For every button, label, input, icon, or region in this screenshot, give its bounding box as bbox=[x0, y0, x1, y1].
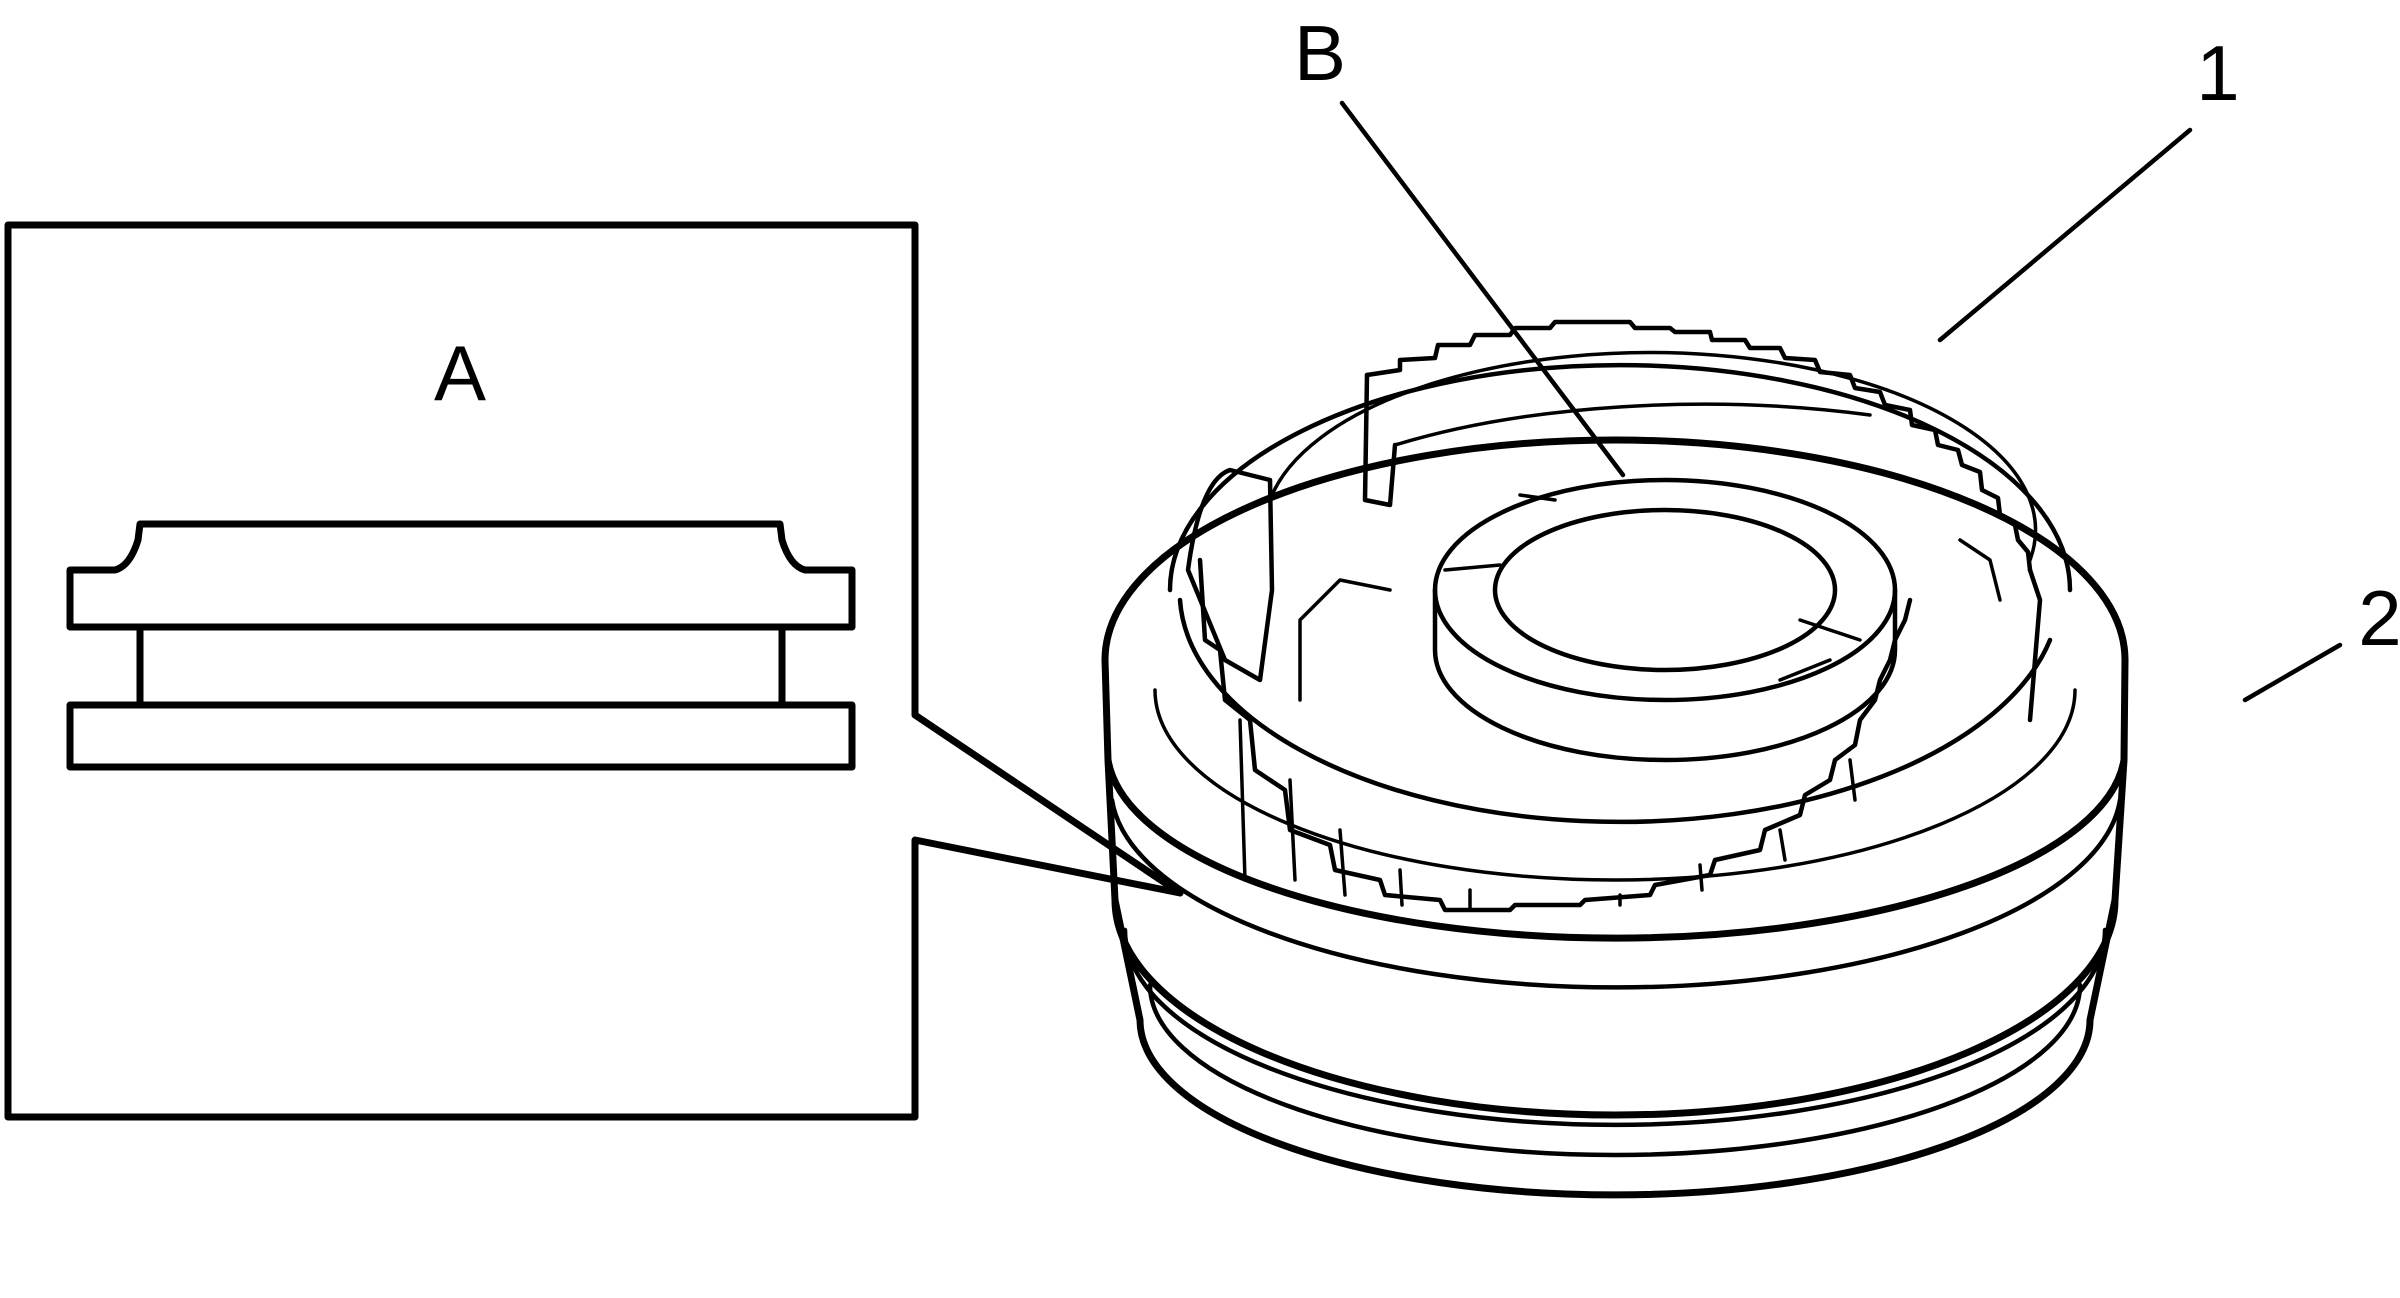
hub-inner-rim bbox=[1167, 362, 2073, 593]
synchronizer-ring bbox=[1268, 319, 2043, 723]
leader-B bbox=[1339, 100, 1626, 478]
ring-right-edge bbox=[2027, 567, 2043, 723]
tooth-line bbox=[1398, 868, 1404, 907]
label-A: A bbox=[434, 329, 486, 417]
ring-teeth-top bbox=[1364, 319, 2033, 573]
sleeve-inner-edge bbox=[1153, 688, 2077, 882]
sleeve-bottom bbox=[1111, 896, 2119, 1199]
teeth-outline bbox=[1197, 557, 1913, 913]
center-boss bbox=[1432, 477, 1898, 763]
inner-stroke bbox=[1958, 538, 2002, 602]
leader-1 bbox=[1937, 127, 2193, 343]
leader-lines bbox=[1339, 100, 2343, 703]
detail-inset: A bbox=[4, 221, 1184, 1121]
upper-flange bbox=[66, 520, 856, 631]
boss-slot bbox=[1798, 618, 1862, 642]
sleeve-groove-3 bbox=[1147, 982, 2083, 1158]
tooth-line bbox=[1778, 828, 1787, 862]
tooth-line bbox=[1698, 863, 1704, 892]
ring-inner-upper bbox=[1393, 402, 1872, 447]
lower-flange bbox=[66, 701, 856, 771]
sleeve-body bbox=[1101, 656, 2129, 942]
left-lug bbox=[1185, 467, 1275, 683]
sleeve-lower bbox=[1104, 756, 2128, 1119]
tooth-line bbox=[1238, 718, 1247, 882]
teeth-base-rim bbox=[1177, 597, 2053, 825]
sleeve-groove-2 bbox=[1122, 927, 2108, 1128]
label-1: 1 bbox=[2196, 29, 2239, 117]
tooth-line bbox=[1338, 828, 1347, 897]
tooth-line bbox=[1288, 778, 1297, 882]
tooth-line bbox=[1848, 758, 1857, 802]
boss-slot bbox=[1778, 658, 1832, 682]
boss-bore bbox=[1492, 507, 1838, 673]
ring-lug-left bbox=[1362, 372, 1398, 508]
leader-2 bbox=[2242, 642, 2343, 703]
ring-cone-edge bbox=[1268, 350, 2038, 562]
label-2: 2 bbox=[2358, 574, 2400, 662]
boss-top-outer bbox=[1432, 477, 1898, 703]
boss-side bbox=[1432, 587, 1898, 763]
hub-teeth bbox=[1177, 557, 2053, 913]
inner-stroke bbox=[1298, 578, 1392, 702]
boss-slot bbox=[1443, 563, 1502, 572]
outer-sleeve bbox=[1101, 436, 2129, 1199]
sleeve-groove-1 bbox=[1109, 797, 2123, 990]
ring-cross-section bbox=[66, 520, 856, 771]
ring-web bbox=[136, 623, 786, 709]
detail-frame bbox=[4, 221, 1184, 1121]
synchronizer-assembly bbox=[1101, 319, 2129, 1199]
boss-slot bbox=[1518, 493, 1557, 502]
label-B: B bbox=[1294, 9, 1346, 97]
